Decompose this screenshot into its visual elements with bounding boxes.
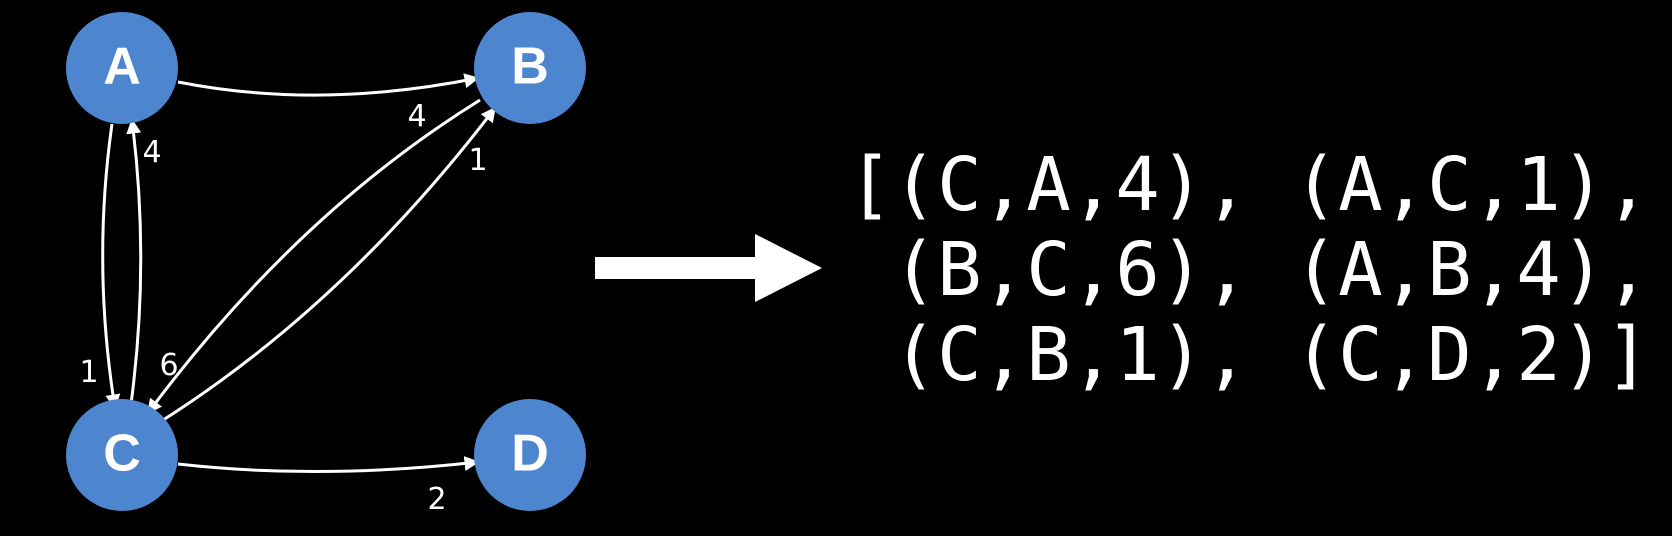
edge-b-to-c: [146, 98, 481, 415]
weight-c-to-b: 1: [468, 143, 487, 178]
node-c-label: C: [103, 425, 141, 483]
node-d: D: [474, 399, 586, 511]
node-c: C: [66, 399, 178, 511]
edge-list-line-2: (B,C,6), (A,B,4),: [848, 227, 1650, 313]
node-b: B: [474, 12, 586, 124]
edge-a-to-b: [177, 73, 480, 97]
node-a-label: A: [103, 38, 141, 96]
edge-weights: 4 1 6 4 1 2: [79, 99, 487, 517]
edge-c-to-a: [126, 118, 143, 405]
weight-b-to-c: 6: [159, 348, 178, 383]
transform-arrow-icon: [595, 234, 822, 302]
node-b-label: B: [511, 38, 549, 96]
edge-c-to-b: [159, 106, 497, 424]
edges: [101, 73, 497, 474]
weight-a-to-b: 4: [407, 99, 426, 134]
edge-list: [(C,A,4), (A,C,1), (B,C,6), (A,B,4), (C,…: [848, 142, 1650, 398]
node-d-label: D: [511, 425, 549, 483]
edge-list-line-3: (C,B,1), (C,D,2)]: [848, 312, 1650, 398]
edge-c-to-d: [177, 456, 480, 474]
node-a: A: [66, 12, 178, 124]
weight-c-to-d: 2: [427, 482, 446, 517]
weight-a-to-c: 1: [79, 355, 98, 390]
edge-a-to-c: [101, 123, 121, 410]
edge-list-line-1: [(C,A,4), (A,C,1),: [848, 142, 1650, 228]
weight-c-to-a: 4: [142, 135, 161, 170]
